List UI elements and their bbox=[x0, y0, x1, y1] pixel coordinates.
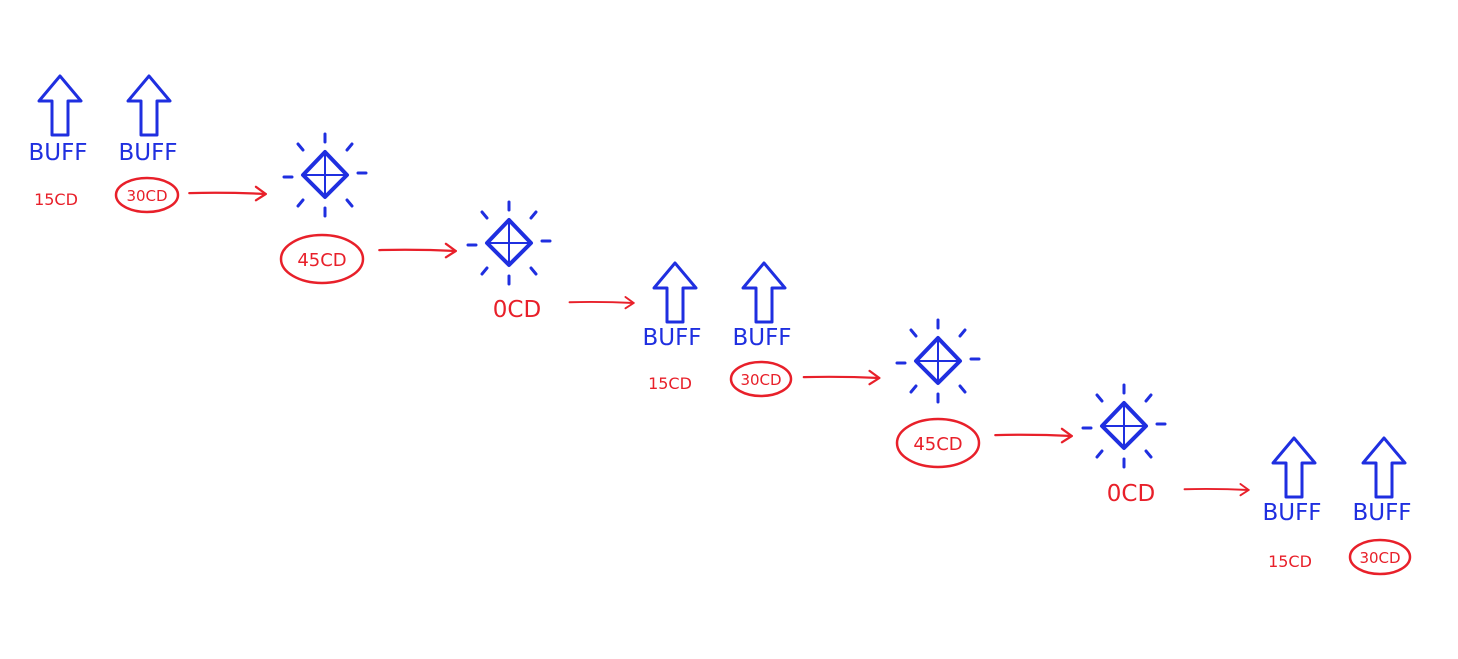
cooldown-circle bbox=[114, 176, 180, 214]
cooldown-label-30: 30CD bbox=[126, 187, 167, 205]
buff-arrow-icon bbox=[126, 74, 172, 137]
flow-arrow-icon bbox=[802, 369, 881, 386]
flow-arrow-icon bbox=[378, 242, 458, 259]
flow-arrow-icon bbox=[1183, 482, 1250, 497]
cooldown-label-0: 0CD bbox=[493, 297, 541, 323]
cooldown-circle bbox=[895, 417, 981, 469]
buff-label: BUFF bbox=[642, 325, 701, 351]
buff-arrow-icon bbox=[37, 74, 83, 137]
buff-arrow-icon bbox=[1361, 436, 1407, 499]
cooldown-label-15: 15CD bbox=[1268, 552, 1312, 571]
cooldown-circle bbox=[1348, 538, 1412, 576]
buff-label: BUFF bbox=[1352, 500, 1411, 526]
cooldown-label-15: 15CD bbox=[34, 190, 78, 209]
cooldown-label-45: 45CD bbox=[913, 434, 962, 455]
buff-label: BUFF bbox=[118, 140, 177, 166]
flow-arrow-icon bbox=[188, 185, 267, 202]
cooldown-label-30: 30CD bbox=[740, 371, 781, 389]
buff-label: BUFF bbox=[732, 325, 791, 351]
cooldown-circle bbox=[279, 233, 365, 285]
buff-arrow-icon bbox=[1271, 436, 1317, 499]
cooldown-label-0: 0CD bbox=[1107, 481, 1155, 507]
cooldown-label-30: 30CD bbox=[1359, 549, 1400, 567]
buff-arrow-icon bbox=[652, 261, 698, 324]
burst-diamond-icon bbox=[1081, 383, 1167, 469]
burst-diamond-icon bbox=[466, 200, 552, 286]
cooldown-label-15: 15CD bbox=[648, 374, 692, 393]
cooldown-circle bbox=[729, 360, 793, 398]
buff-label: BUFF bbox=[28, 140, 87, 166]
burst-diamond-icon bbox=[282, 132, 368, 218]
cooldown-label-45: 45CD bbox=[297, 250, 346, 271]
burst-diamond-icon bbox=[895, 318, 981, 404]
buff-arrow-icon bbox=[741, 261, 787, 324]
flow-arrow-icon bbox=[568, 295, 635, 310]
buff-label: BUFF bbox=[1262, 500, 1321, 526]
flow-arrow-icon bbox=[994, 427, 1074, 444]
